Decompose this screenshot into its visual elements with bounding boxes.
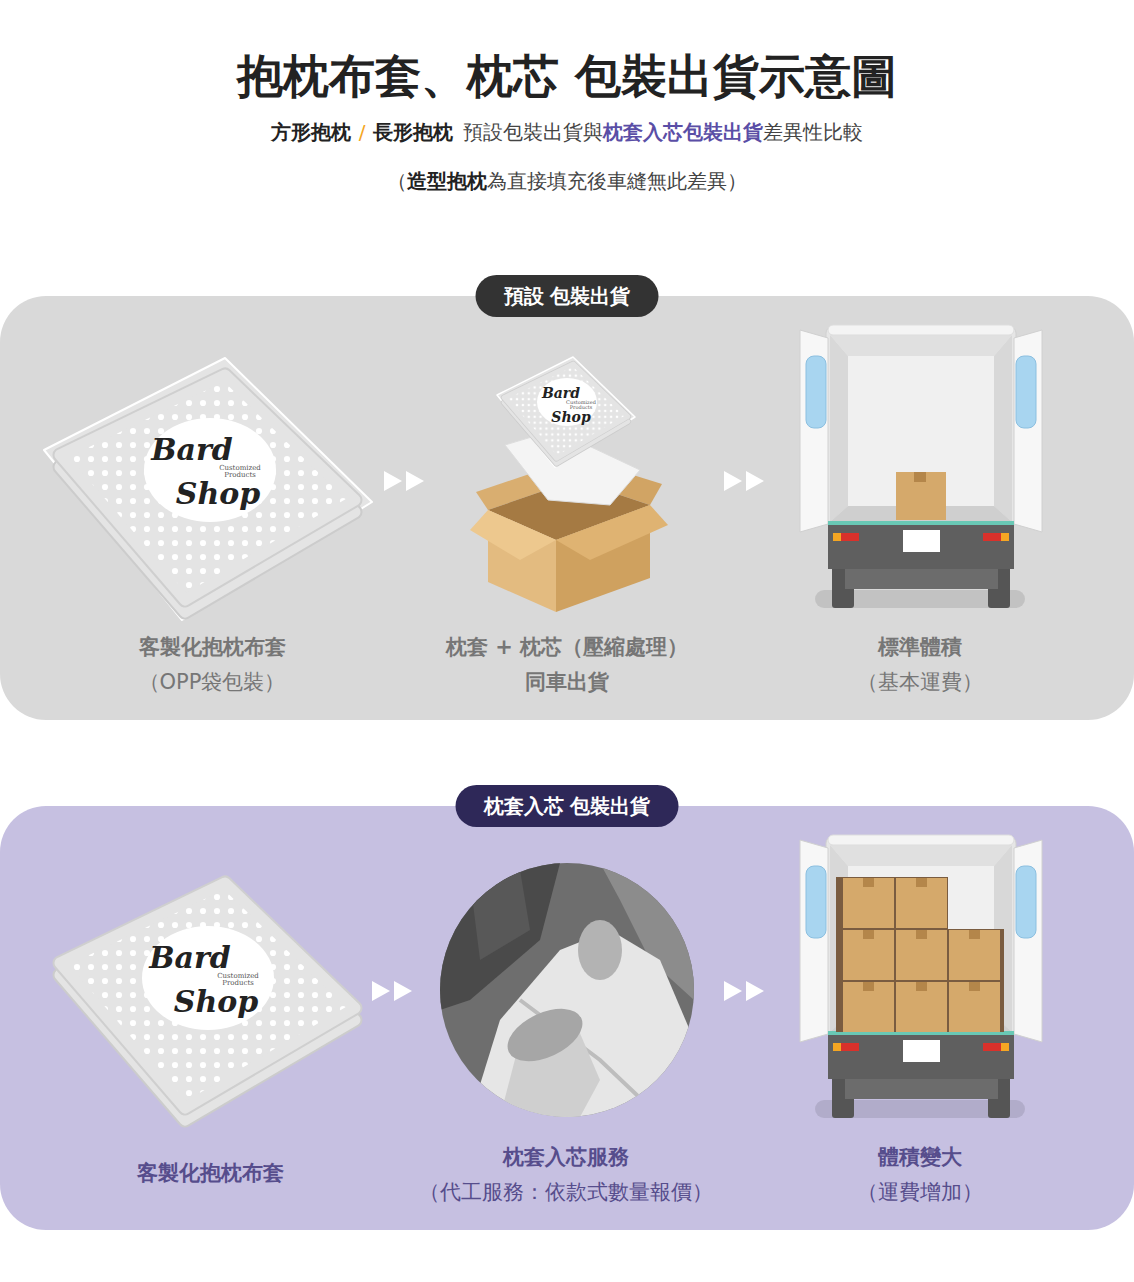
subtitle-row: 方形抱枕 /長形抱枕預設包裝出貨與枕套入芯包裝出貨差異性比較 xyxy=(0,118,1134,146)
stuffing-photo-part xyxy=(578,920,622,980)
subtitle-text: 預設包裝出貨與 xyxy=(463,118,603,146)
panel-heading: 枕套入芯 包裝出貨 xyxy=(456,785,679,827)
logo-text: Customized Products xyxy=(217,465,263,479)
pillow-cover-part xyxy=(142,926,274,1030)
cardboard-box-part xyxy=(556,505,668,560)
small-pillow-cover-part xyxy=(497,357,635,467)
step-note: （OPP袋包裝） xyxy=(139,665,286,700)
stuffing-photo xyxy=(440,863,694,1117)
subtitle-text: 方形抱枕 xyxy=(271,118,351,146)
truck-full-part xyxy=(896,878,947,928)
truck-full-part xyxy=(863,930,874,939)
process-step: 客製化抱枕布套 xyxy=(58,860,362,1191)
process-step: 客製化抱枕布套（OPP袋包裝） xyxy=(58,345,366,700)
truck-full xyxy=(800,835,1042,1118)
panel-heading: 預設 包裝出貨 xyxy=(476,275,659,317)
flow-arrow xyxy=(709,481,764,482)
subtitle-text: 差異性比較 xyxy=(763,118,863,146)
pillow-cover xyxy=(60,883,355,1120)
panel-grounds-part xyxy=(0,806,1134,1230)
small-pillow-cover-part xyxy=(504,364,628,464)
truck-standard xyxy=(800,325,1042,608)
truck-full-part xyxy=(843,982,894,1032)
step-note: （基本運費） xyxy=(857,665,983,700)
truck-standard-part xyxy=(914,472,926,482)
stuffing-photo-part xyxy=(499,998,590,1072)
process-step: 枕套入芯服務（代工服務：依款式數量報價） xyxy=(416,860,716,1210)
logo-text: Customized Products xyxy=(565,400,598,410)
subtitle-text: （ xyxy=(387,167,407,195)
step-caption: 客製化抱枕布套 xyxy=(139,630,286,665)
panel-band: 客製化抱枕布套（OPP袋包裝）枕套 + 枕芯（壓縮處理）同車出貨標準體積（基本運… xyxy=(0,296,1134,720)
pillow-cover-part xyxy=(60,883,355,1120)
process-step: 枕套 + 枕芯（壓縮處理）同車出貨 xyxy=(428,345,706,700)
logo-text: Shop xyxy=(174,987,258,1017)
subtitle-text: 長形抱枕 xyxy=(373,118,453,146)
stuffing-photo-part xyxy=(440,863,694,1117)
panel-grounds xyxy=(0,296,1134,1230)
step-caption: 枕套 + 枕芯（壓縮處理） xyxy=(446,630,688,665)
small-pillow-cover xyxy=(497,357,635,467)
truck-full-part xyxy=(863,878,874,887)
truck-full-part xyxy=(800,835,1042,1118)
truck-full-part xyxy=(836,877,1004,1032)
truck-full-part xyxy=(949,930,1000,980)
pillow-cover-in-bag-part xyxy=(144,418,276,522)
truck-full-part xyxy=(916,878,927,887)
subtitle-text: 枕套入芯包裝出貨 xyxy=(603,118,763,146)
logo-text: Shop xyxy=(176,479,260,509)
logo-text: Bard xyxy=(542,386,580,400)
subtitle-text: 為直接填充後車縫無此差異） xyxy=(487,167,747,195)
subtitle-text: 造型抱枕 xyxy=(407,167,487,195)
truck-full-part xyxy=(863,982,874,991)
process-step: 標準體積（基本運費） xyxy=(768,345,1072,700)
logo-text: Shop xyxy=(551,410,590,424)
cardboard-box-part xyxy=(470,510,556,560)
flow-arrow xyxy=(719,991,764,992)
pillow-cover-in-bag-part xyxy=(44,358,372,620)
step-note: 同車出貨 xyxy=(525,665,609,700)
truck-full-part xyxy=(916,930,927,939)
step-note: （運費增加） xyxy=(857,1175,983,1210)
truck-full-part xyxy=(949,982,1000,1032)
step-note: （代工服務：依款式數量報價） xyxy=(419,1175,713,1210)
process-step: 體積變大（運費增加） xyxy=(768,860,1072,1210)
truck-full-part xyxy=(896,982,947,1032)
step-caption: 客製化抱枕布套 xyxy=(137,1156,284,1191)
truck-standard-part xyxy=(800,325,1042,608)
flow-arrow xyxy=(365,991,412,992)
logo-text: Customized Products xyxy=(215,973,261,987)
pillow-cover-in-bag xyxy=(44,358,372,620)
truck-full-part xyxy=(916,982,927,991)
truck-full-part xyxy=(843,878,894,928)
truck-full-part xyxy=(896,930,947,980)
step-caption: 枕套入芯服務 xyxy=(503,1140,629,1175)
truck-standard-part xyxy=(896,472,946,520)
panel-band: 客製化抱枕布套枕套入芯服務（代工服務：依款式數量報價）體積變大（運費增加）枕套入… xyxy=(0,806,1134,1230)
logo-text: Bard xyxy=(151,435,233,465)
truck-full-part xyxy=(969,982,980,991)
subtitle-text: / xyxy=(359,118,366,146)
flow-arrow xyxy=(369,481,424,482)
pillow-cover-in-bag-part xyxy=(60,375,355,612)
truck-full-part xyxy=(843,930,894,980)
small-pillow-cover-part xyxy=(537,378,597,426)
truck-full-part xyxy=(969,930,980,939)
title: 抱枕布套、枕芯 包裝出貨示意圖 xyxy=(0,47,1134,105)
panel-grounds-part xyxy=(0,296,1134,720)
step-caption: 標準體積 xyxy=(878,630,962,665)
note-row: （造型抱枕為直接填充後車縫無此差異） xyxy=(0,167,1134,195)
logo-text: Bard xyxy=(149,943,231,973)
stuffing-photo-part xyxy=(470,870,530,960)
step-caption: 體積變大 xyxy=(878,1140,962,1175)
